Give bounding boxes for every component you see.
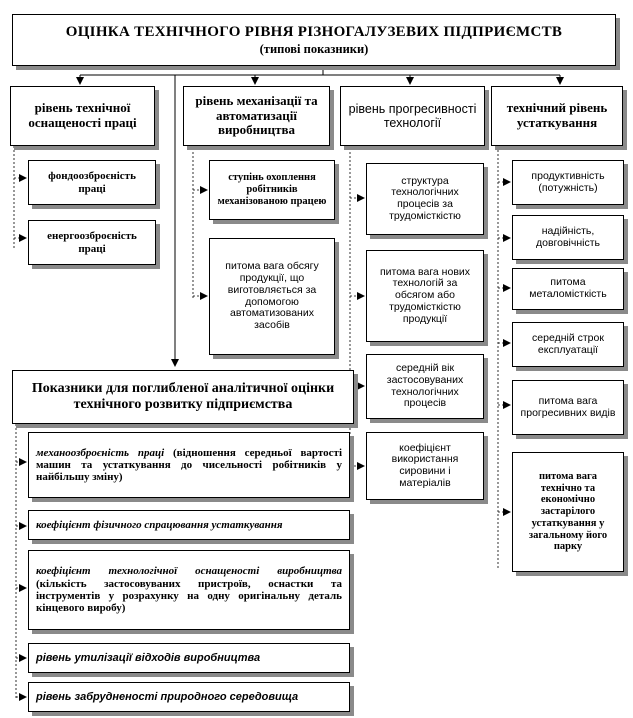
main-title: ОЦІНКА ТЕХНІЧНОГО РІВНЯ РІЗНОГАЛУЗЕВИХ П… (65, 23, 563, 40)
advanced-item-1-desc: (відношення середньої вартості машин та … (36, 446, 343, 484)
main-subtitle: (типові показники) (259, 42, 369, 57)
advanced-item-2: коефіцієнт фізичного спрацювання устатку… (28, 510, 350, 540)
advanced-item-1-term: механоозброєність праці (36, 446, 165, 459)
advanced-item-5: рівень забрудненості природного середови… (28, 682, 350, 712)
advanced-item-5-term: рівень забрудненості природного середови… (36, 690, 299, 703)
advanced-item-3: коефіцієнт технологічної оснащеності вир… (28, 550, 350, 630)
advanced-item-3-term: коефіцієнт технологічної оснащеності вир… (36, 565, 342, 578)
advanced-item-4: рівень утилізації відходів виробництва (28, 643, 350, 673)
col2-item-2: питома вага обсягу продукції, що виготов… (209, 238, 335, 355)
col2-item-1: ступінь охоплення робітників механізован… (209, 160, 335, 220)
col3-item-4: коефіцієнт використання сировини і матер… (366, 432, 484, 500)
advanced-header: Показники для поглибленої аналітичної оц… (12, 370, 354, 424)
advanced-item-2-term: коефіцієнт фізичного спрацювання устатку… (36, 518, 283, 531)
col3-item-2: питома вага нових технологій за обсягом … (366, 250, 484, 342)
col4-item-6: питома вага технічно та економічно заста… (512, 452, 624, 572)
advanced-item-1: механоозброєність праці (відношення сере… (28, 432, 350, 498)
col3-item-1: структура технологічних процесів за труд… (366, 163, 484, 235)
main-title-box: ОЦІНКА ТЕХНІЧНОГО РІВНЯ РІЗНОГАЛУЗЕВИХ П… (12, 14, 616, 66)
col4-item-2: надійність, довговічність (512, 215, 624, 260)
advanced-item-4-term: рівень утилізації відходів виробництва (36, 651, 261, 664)
column-header-1: рівень технічної оснащеності праці (10, 86, 155, 146)
column-header-2: рівень механізації та автоматизації виро… (183, 86, 330, 146)
col1-item-2: енергоозброєність праці (28, 220, 156, 265)
col4-item-1: продуктивність (потужність) (512, 160, 624, 205)
advanced-item-3-desc: (кількість застосовуваних пристроїв, осн… (36, 577, 342, 615)
column-header-4: технічний рівень устаткування (491, 86, 623, 146)
col1-item-1: фондоозброєність праці (28, 160, 156, 205)
col4-item-3: питома металомісткість (512, 268, 624, 310)
col4-item-5: питома вага прогресивних видів (512, 380, 624, 435)
col3-item-3: середній вік застосовуваних технологічни… (366, 354, 484, 419)
column-header-3: рівень прогресивності технології (340, 86, 485, 146)
col4-item-4: середній строк експлуатації (512, 322, 624, 367)
